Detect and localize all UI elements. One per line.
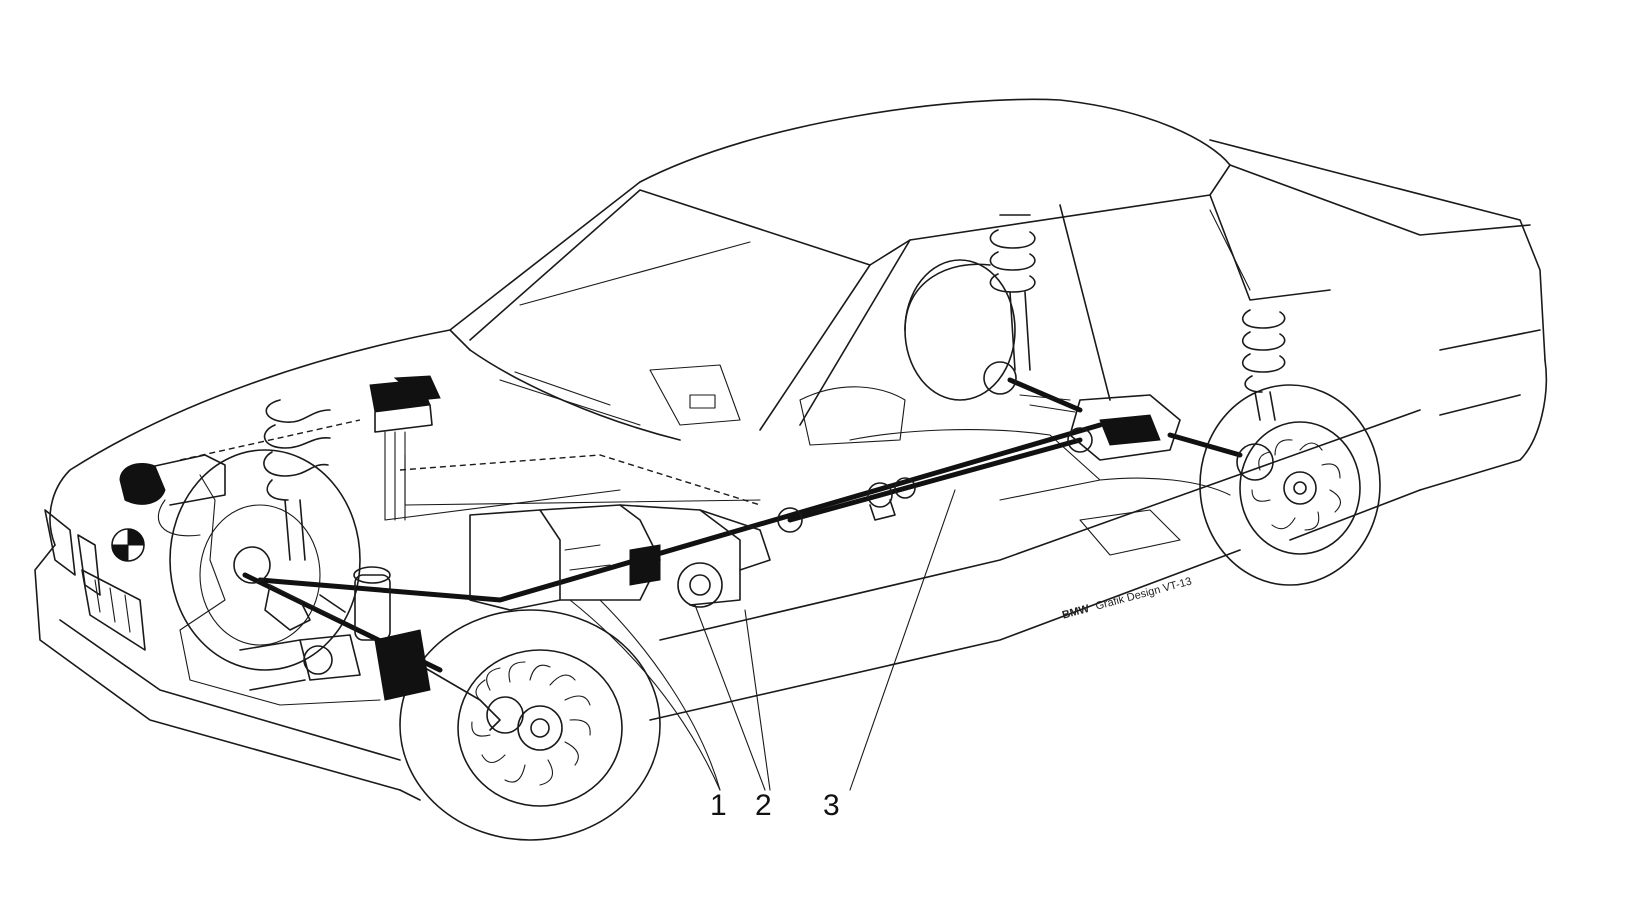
- rear-strut-spring-left: [989, 214, 1036, 371]
- callout-leaders: [569, 489, 956, 791]
- propeller-shaft: [777, 427, 1093, 533]
- abs-pump-unit: [119, 454, 381, 706]
- rear-differential: [983, 361, 1274, 481]
- wiring-dashed: [179, 419, 761, 506]
- callout-1: 1: [710, 789, 727, 822]
- svg-text:BMW Grafik Design VT-13: BMW Grafik Design VT-13: [1061, 575, 1193, 621]
- transfer-case: [469, 504, 771, 611]
- control-unit-box: [369, 375, 761, 521]
- callout-3: 3: [823, 789, 840, 822]
- credit-text: Grafik Design VT-13: [1094, 575, 1193, 612]
- credit-label: BMW Grafik Design VT-13: [1061, 575, 1193, 621]
- car-body-outline: [34, 98, 1548, 801]
- front-differential: [239, 566, 431, 701]
- credit-brand: BMW: [1061, 603, 1091, 622]
- rear-right-wheel: [904, 259, 1016, 401]
- rear-strut-spring-right: [1241, 309, 1286, 421]
- callout-2: 2: [755, 789, 772, 822]
- rear-left-wheel: [1199, 384, 1381, 586]
- front-left-wheel: [399, 609, 661, 841]
- front-strut-spring: [263, 399, 331, 561]
- front-right-wheel: [169, 449, 361, 671]
